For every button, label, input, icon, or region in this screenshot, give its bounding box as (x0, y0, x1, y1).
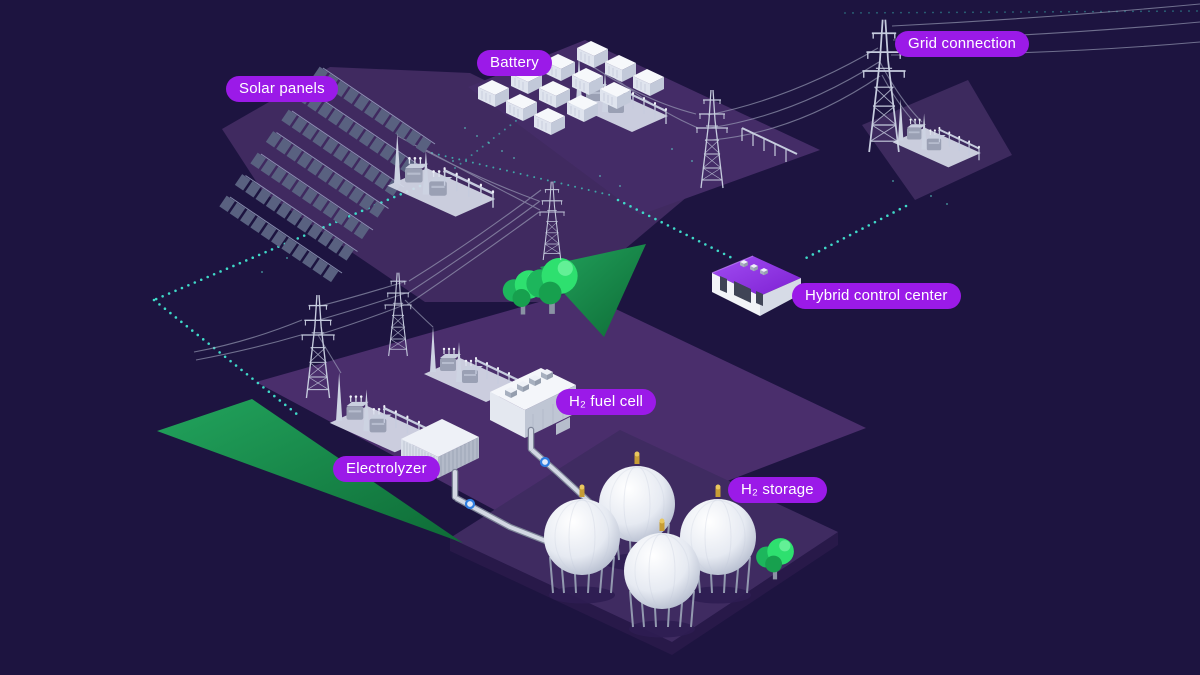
pipe-valve (464, 456, 551, 510)
solar-panels-illustration (219, 66, 436, 283)
label-battery: Battery (477, 50, 552, 76)
h2-storage-illustration (544, 451, 756, 638)
label-grid-connection: Grid connection (895, 31, 1030, 57)
label-h2-storage: H₂ storage (728, 477, 827, 503)
label-solar-panels: Solar panels (226, 76, 338, 102)
gantry (741, 127, 798, 162)
power-lines (193, 3, 1200, 374)
label-hybrid-control-center: Hybrid control center (792, 283, 961, 309)
grass-field-left (157, 399, 463, 543)
sparkle-dots (261, 127, 948, 273)
label-electrolyzer: Electrolyzer (333, 456, 440, 482)
label-h2-fuel-cell: H₂ fuel cell (556, 389, 657, 415)
hybrid-control-center-illustration (711, 255, 801, 316)
